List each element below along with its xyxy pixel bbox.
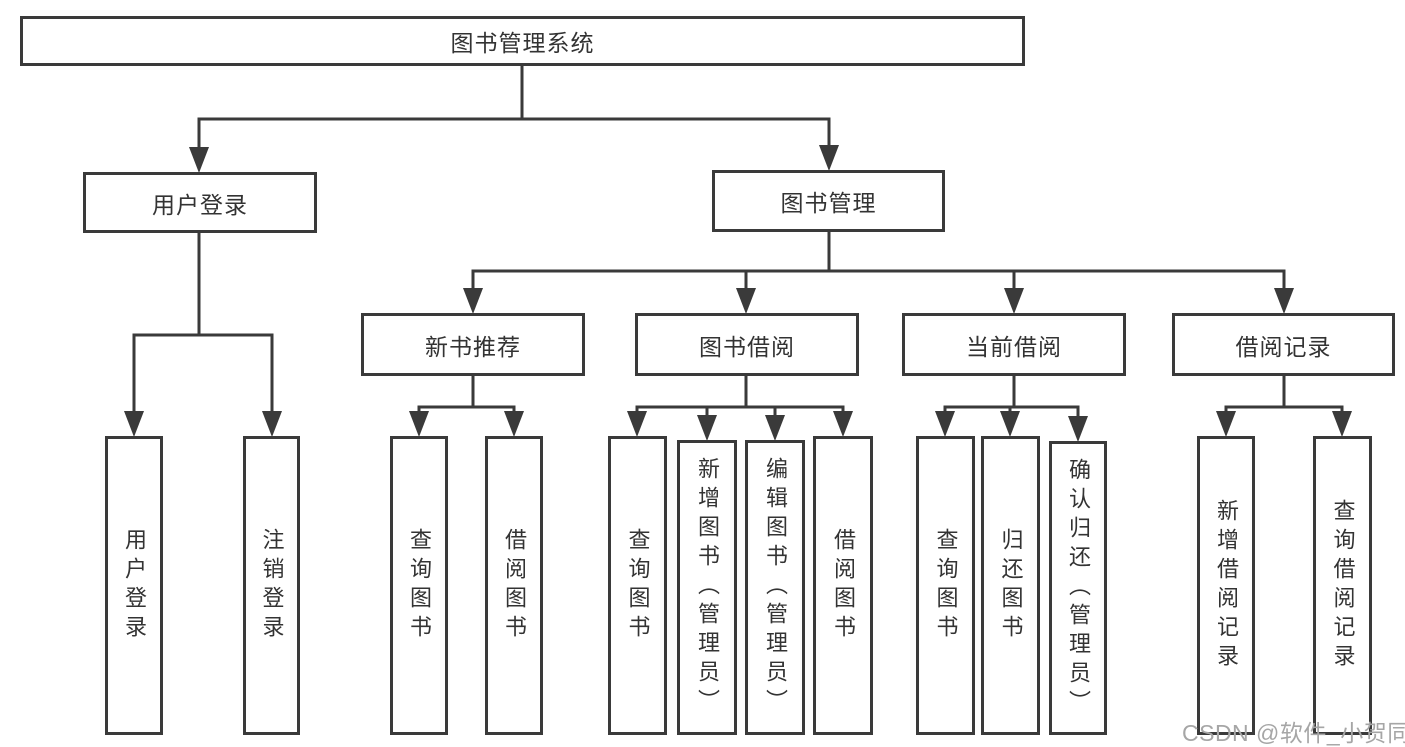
csdn-watermark: CSDN @软件_小贺同学	[1182, 720, 1405, 746]
node-label: 借阅记录	[1235, 333, 1332, 360]
node-label: 当前借阅	[966, 333, 1062, 360]
node-label: 图书管理系统	[450, 30, 595, 56]
node-label: 归还图书	[998, 527, 1024, 644]
node-label: 查询图书	[625, 527, 651, 644]
node-label: 用户登录	[122, 527, 147, 644]
node-label: 用户登录	[152, 191, 248, 218]
node-label: 新书推荐	[425, 333, 521, 360]
node-label: 确认归还（管理员）	[1066, 457, 1091, 719]
leaf-add-borrow-record: 新增借阅记录	[1197, 436, 1255, 735]
leaf-add-book-admin: 新增图书（管理员）	[677, 440, 737, 735]
node-label: 借阅图书	[502, 527, 527, 644]
node-label: 图书借阅	[699, 333, 795, 360]
node-new-book-recommendation: 新书推荐	[361, 313, 585, 376]
node-book-management: 图书管理	[712, 170, 945, 232]
leaf-return-book: 归还图书	[981, 436, 1040, 735]
node-library-system: 图书管理系统	[20, 16, 1025, 66]
node-book-borrowing: 图书借阅	[635, 313, 859, 376]
leaf-logout: 注销登录	[243, 436, 300, 735]
node-label: 借阅图书	[831, 527, 856, 644]
leaf-query-books-current: 查询图书	[916, 436, 975, 735]
leaf-user-login: 用户登录	[105, 436, 163, 735]
node-label: 查询图书	[407, 527, 432, 644]
node-label: 新增图书（管理员）	[695, 457, 720, 718]
node-current-borrowing: 当前借阅	[902, 313, 1126, 376]
node-user-login: 用户登录	[83, 172, 317, 233]
node-borrowing-records: 借阅记录	[1172, 313, 1395, 376]
node-label: 查询图书	[933, 527, 959, 644]
leaf-query-books-borrowing: 查询图书	[608, 436, 667, 735]
leaf-borrow-books-recommend: 借阅图书	[485, 436, 543, 735]
node-label: 新增借阅记录	[1214, 498, 1239, 673]
leaf-query-borrow-record: 查询借阅记录	[1313, 436, 1372, 735]
node-label: 查询借阅记录	[1330, 498, 1356, 673]
leaf-confirm-return-admin: 确认归还（管理员）	[1049, 441, 1107, 735]
leaf-borrow-books: 借阅图书	[813, 436, 873, 735]
leaf-query-books-recommend: 查询图书	[390, 436, 448, 735]
node-label: 图书管理	[780, 190, 877, 216]
leaf-edit-book-admin: 编辑图书（管理员）	[745, 440, 805, 735]
node-label: 注销登录	[259, 527, 285, 644]
node-label: 编辑图书（管理员）	[763, 457, 788, 718]
